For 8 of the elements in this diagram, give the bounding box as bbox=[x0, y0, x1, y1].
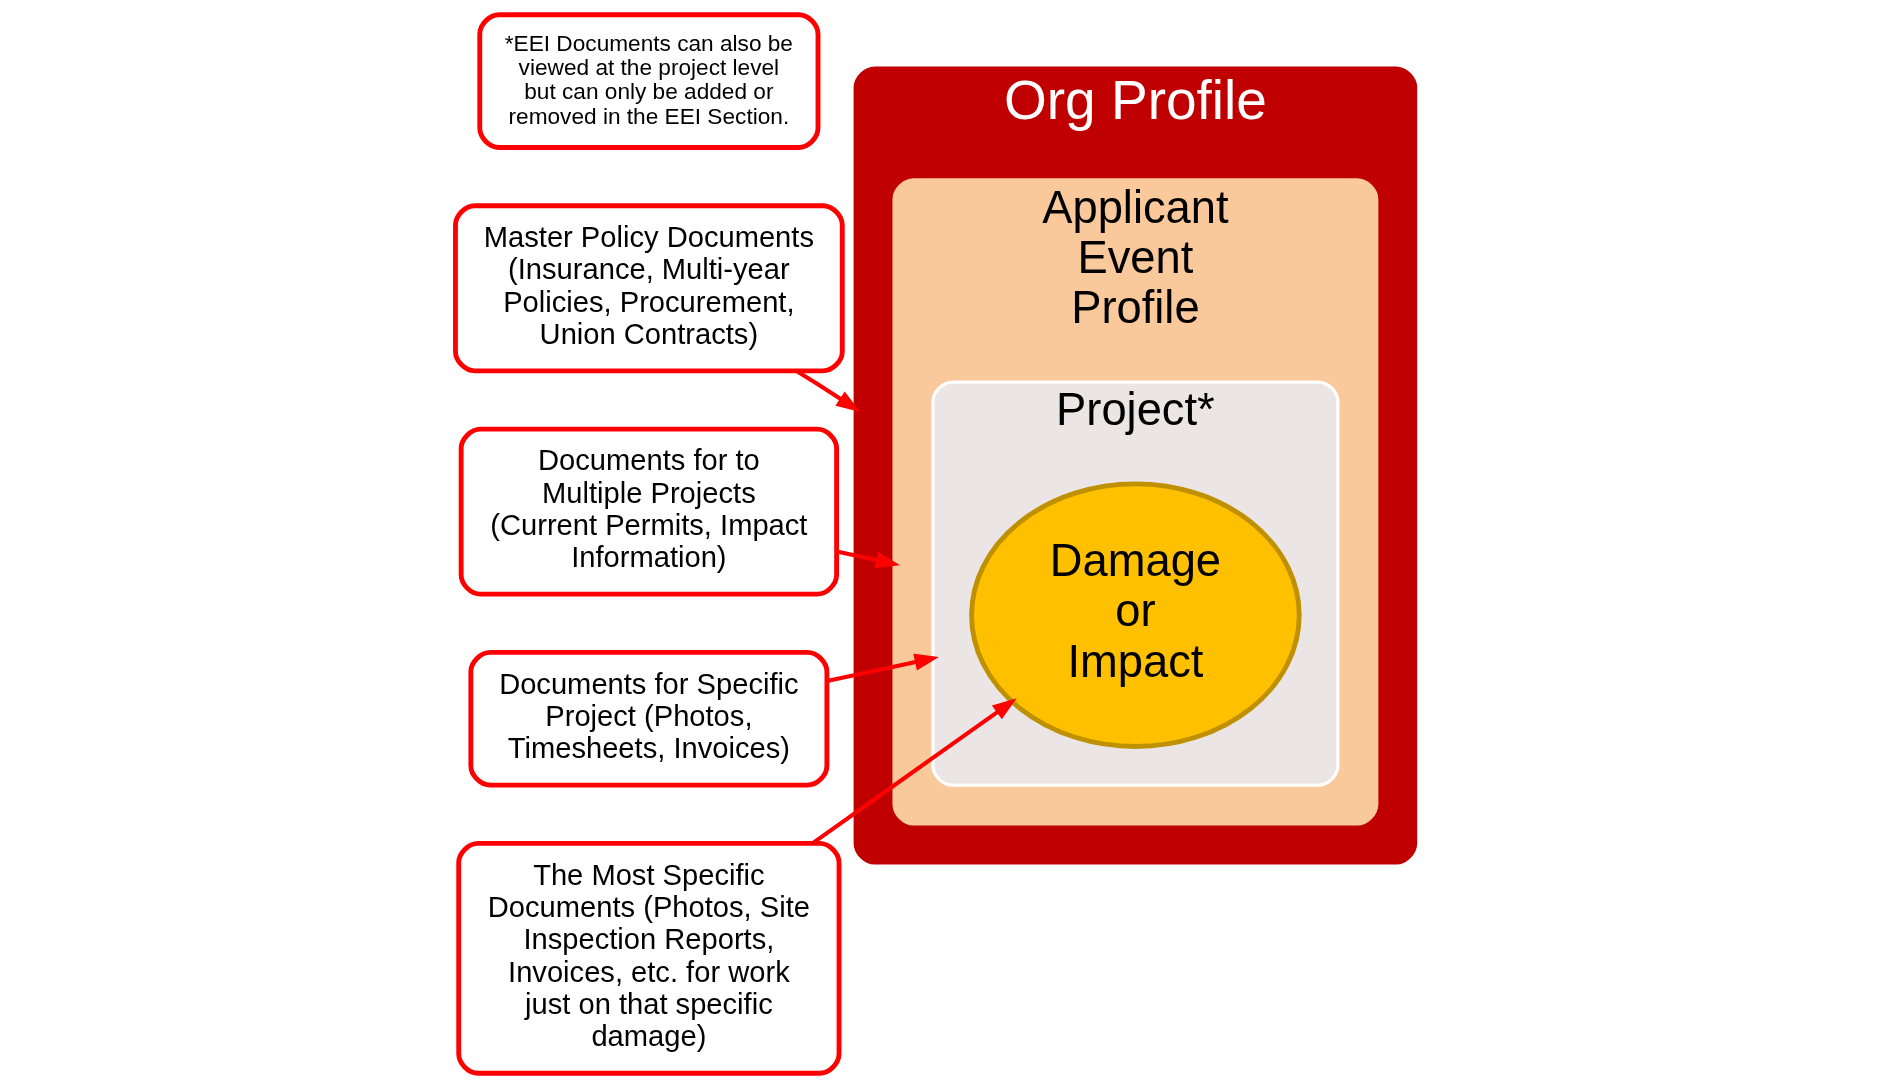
node-box: *EEI Documents can also be viewed at the project level but can only be added or removed in the EEI Section. bbox=[477, 12, 821, 150]
arrow bbox=[836, 549, 901, 569]
node-ellipse: Damage or Impact bbox=[969, 481, 1302, 749]
node-box: Documents for to Multiple Projects (Current Permits, Impact Information) bbox=[458, 426, 840, 597]
node-box: Documents for Specific Project (Photos, Timesheets, Invoices) bbox=[468, 650, 830, 788]
node-box: Master Policy Documents (Insurance, Multi-year Policies, Procurement, Union Contracts) bbox=[453, 203, 845, 374]
node-box: The Most Specific Documents (Photos, Site Inspection Reports, Invoices, etc. for work just on that specific damage) bbox=[456, 841, 842, 1076]
arrow bbox=[826, 653, 939, 683]
